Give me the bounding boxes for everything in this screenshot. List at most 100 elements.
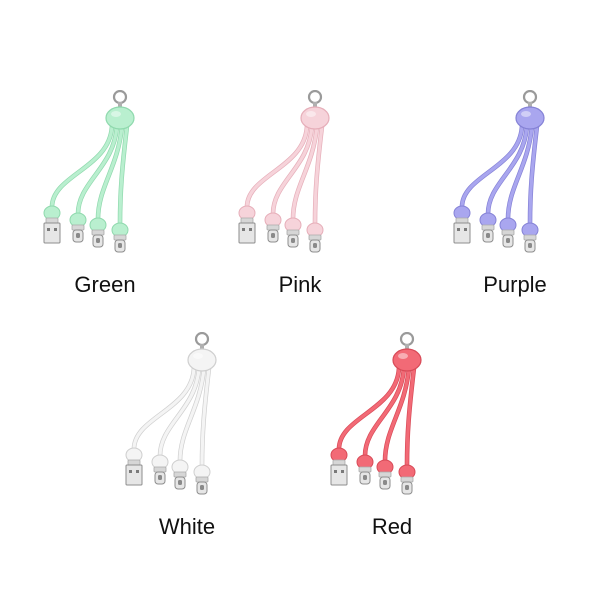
plug-port [506,238,510,243]
cable-hub [300,106,330,130]
cable-wire-highlight [245,124,309,209]
cable-wire-highlight [460,124,524,209]
cable-purple: Purple [440,90,590,297]
connector-collar [455,217,469,224]
plug-port [118,243,122,248]
usb-a-pin [249,228,252,231]
plug-port [271,233,275,238]
connector-collar [501,229,515,236]
cable-wire-highlight [337,366,401,451]
cable-hub [392,348,422,372]
usb-a-plug-icon [453,222,471,244]
ring-clip [528,102,532,108]
hub-shine [398,353,408,359]
connector-collar [173,471,187,478]
usb-a-pin [334,470,337,473]
hub-shine [521,111,531,117]
hub-shine [111,111,121,117]
plug-port [405,485,409,490]
usb-a-plug-icon [43,222,61,244]
ring-clip [405,344,409,350]
plug-port [76,233,80,238]
connector-collar [71,224,85,231]
cable-wire-highlight [132,366,196,451]
color-label-white: White [158,514,216,539]
cable-wire-highlight [158,366,201,458]
connector-collar [358,466,372,473]
cable-green: Green [30,90,180,297]
color-label-pink: Pink [278,272,322,297]
connector-collar [113,234,127,241]
cable-wire-highlight [118,124,129,226]
key-ring-icon [112,90,128,105]
cable-wire-highlight [363,366,406,458]
key-ring-icon [194,332,210,347]
cable-image-green [43,90,135,253]
plug-port [383,480,387,485]
connector-collar [266,224,280,231]
plug-port [486,233,490,238]
usb-a-plug-icon [238,222,256,244]
key-ring-icon [522,90,538,105]
cable-wire-highlight [486,124,529,216]
cable-wire-highlight [313,124,324,226]
connector-collar [308,234,322,241]
cable-image-purple [453,90,545,253]
connector-collar [195,476,209,483]
usb-a-pin [341,470,344,473]
connector-collar [240,217,254,224]
usb-a-pin [129,470,132,473]
hub-shine [193,353,203,359]
cable-hub [515,106,545,130]
connector-collar [286,229,300,236]
cable-wire-highlight [291,124,319,221]
key-ring-icon [307,90,323,105]
cable-image-red [330,332,422,495]
plug-port [158,475,162,480]
color-label-purple: Purple [483,272,547,297]
cable-image-pink [238,90,330,253]
connector-collar [127,459,141,466]
connector-collar [378,471,392,478]
plug-port [178,480,182,485]
cable-wire-highlight [200,366,211,468]
plug-port [96,238,100,243]
plug-port [200,485,204,490]
connector-collar [481,224,495,231]
usb-a-plug-icon [330,464,348,486]
cable-white: White [112,332,262,539]
cable-wire-highlight [405,366,416,468]
ring-clip [200,344,204,350]
color-label-green: Green [74,272,136,297]
usb-a-pin [136,470,139,473]
usb-a-pin [54,228,57,231]
cable-wire-highlight [96,124,124,221]
color-label-red: Red [371,514,413,539]
connector-collar [332,459,346,466]
cable-wire-highlight [178,366,206,463]
cable-wire-highlight [506,124,534,221]
cable-wire-highlight [528,124,539,226]
connector-collar [400,476,414,483]
connector-collar [523,234,537,241]
plug-port [291,238,295,243]
cable-wire-highlight [383,366,411,463]
plug-port [528,243,532,248]
cable-wire-highlight [50,124,114,209]
connector-collar [153,466,167,473]
usb-a-pin [242,228,245,231]
connector-collar [45,217,59,224]
cable-wire-highlight [271,124,314,216]
connector-collar [91,229,105,236]
usb-a-pin [47,228,50,231]
usb-a-pin [457,228,460,231]
cable-wire-highlight [76,124,119,216]
ring-clip [118,102,122,108]
usb-a-plug-icon [125,464,143,486]
ring-clip [313,102,317,108]
cable-pink: Pink [225,90,375,297]
cable-image-white [125,332,217,495]
cable-red: Red [317,332,467,539]
key-ring-icon [399,332,415,347]
plug-port [363,475,367,480]
